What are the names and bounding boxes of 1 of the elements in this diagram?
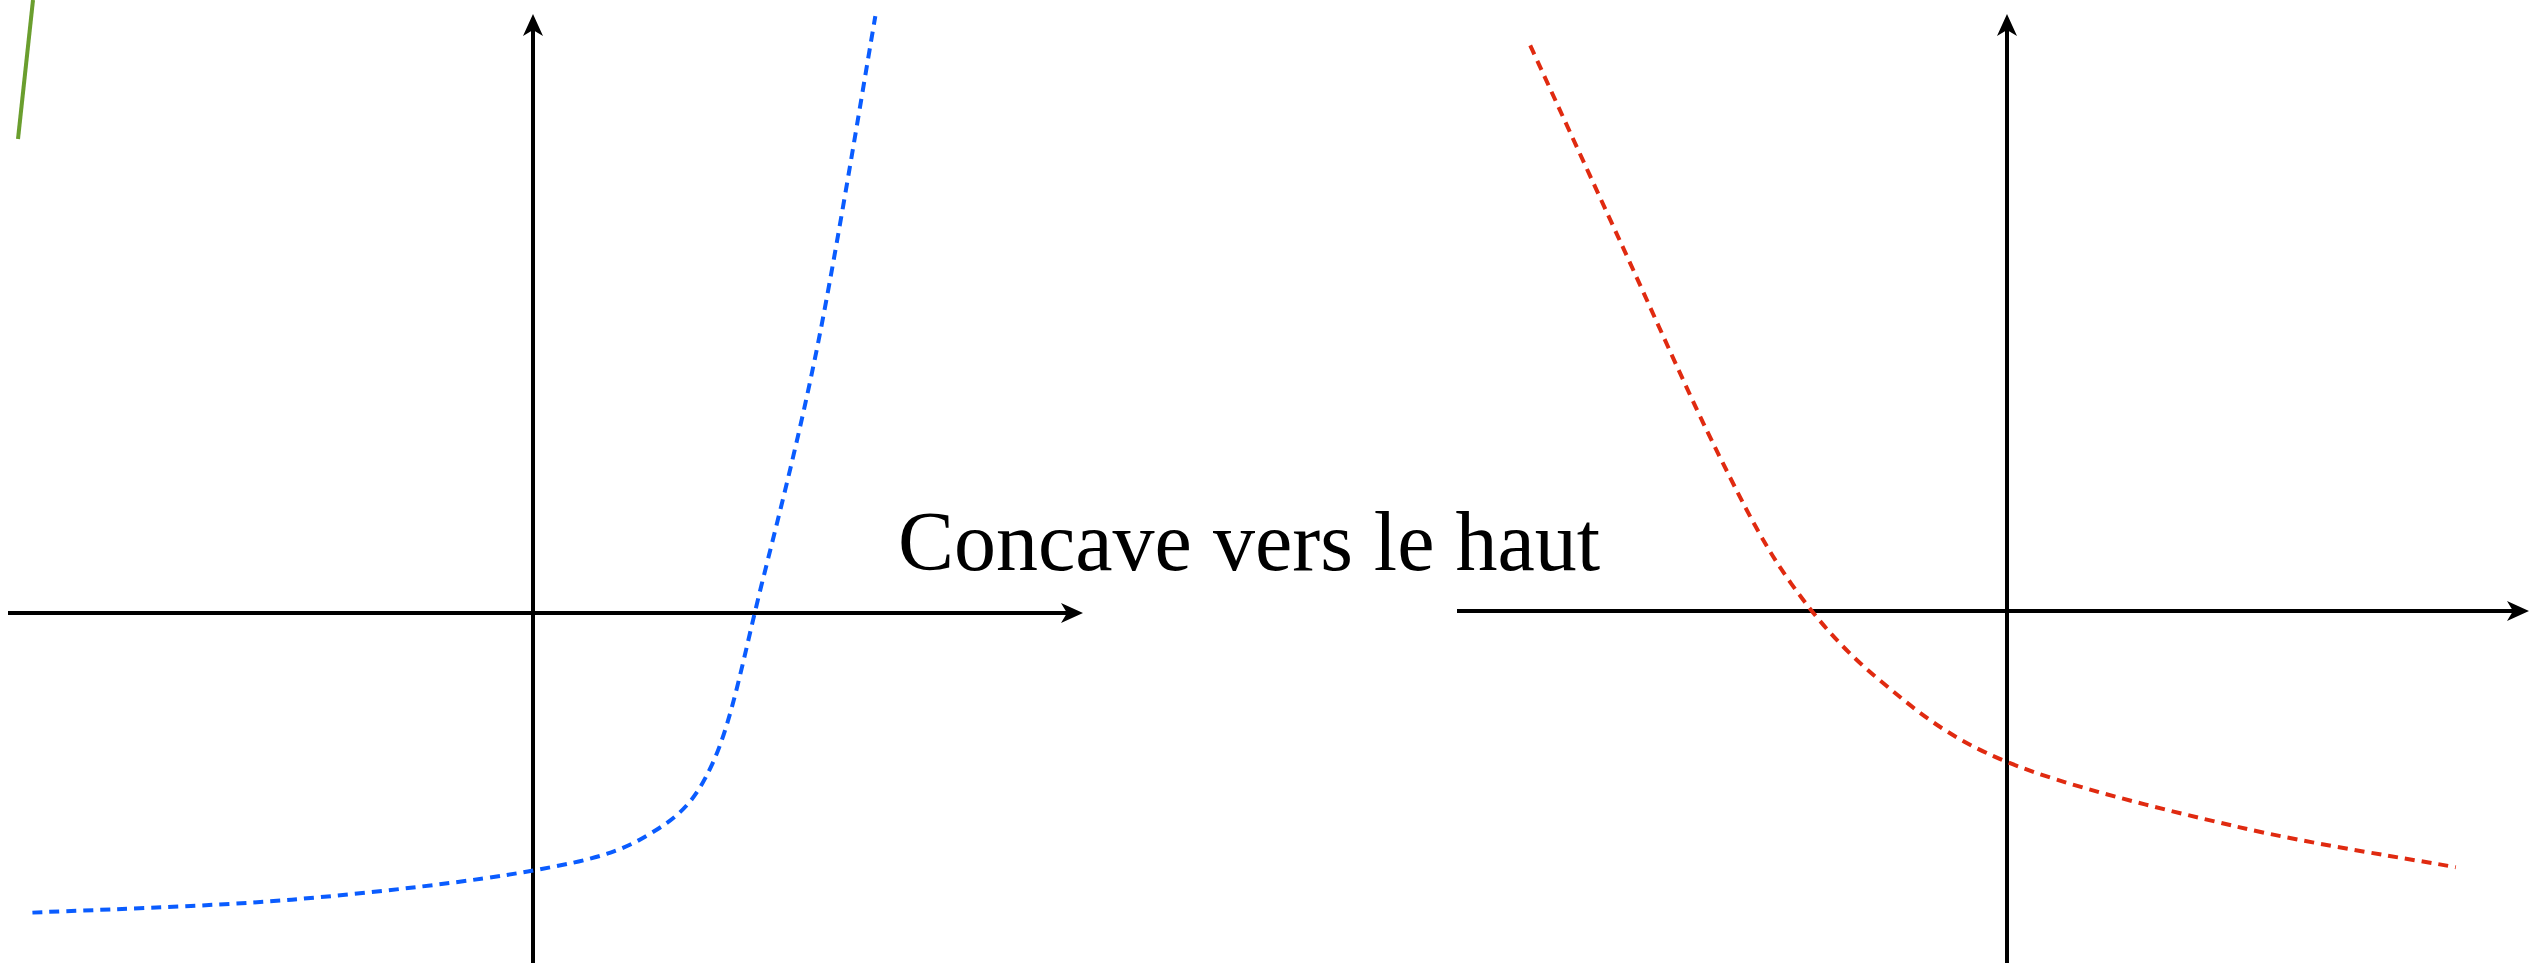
curve-caption: Concave vers le haut [898, 500, 1601, 584]
